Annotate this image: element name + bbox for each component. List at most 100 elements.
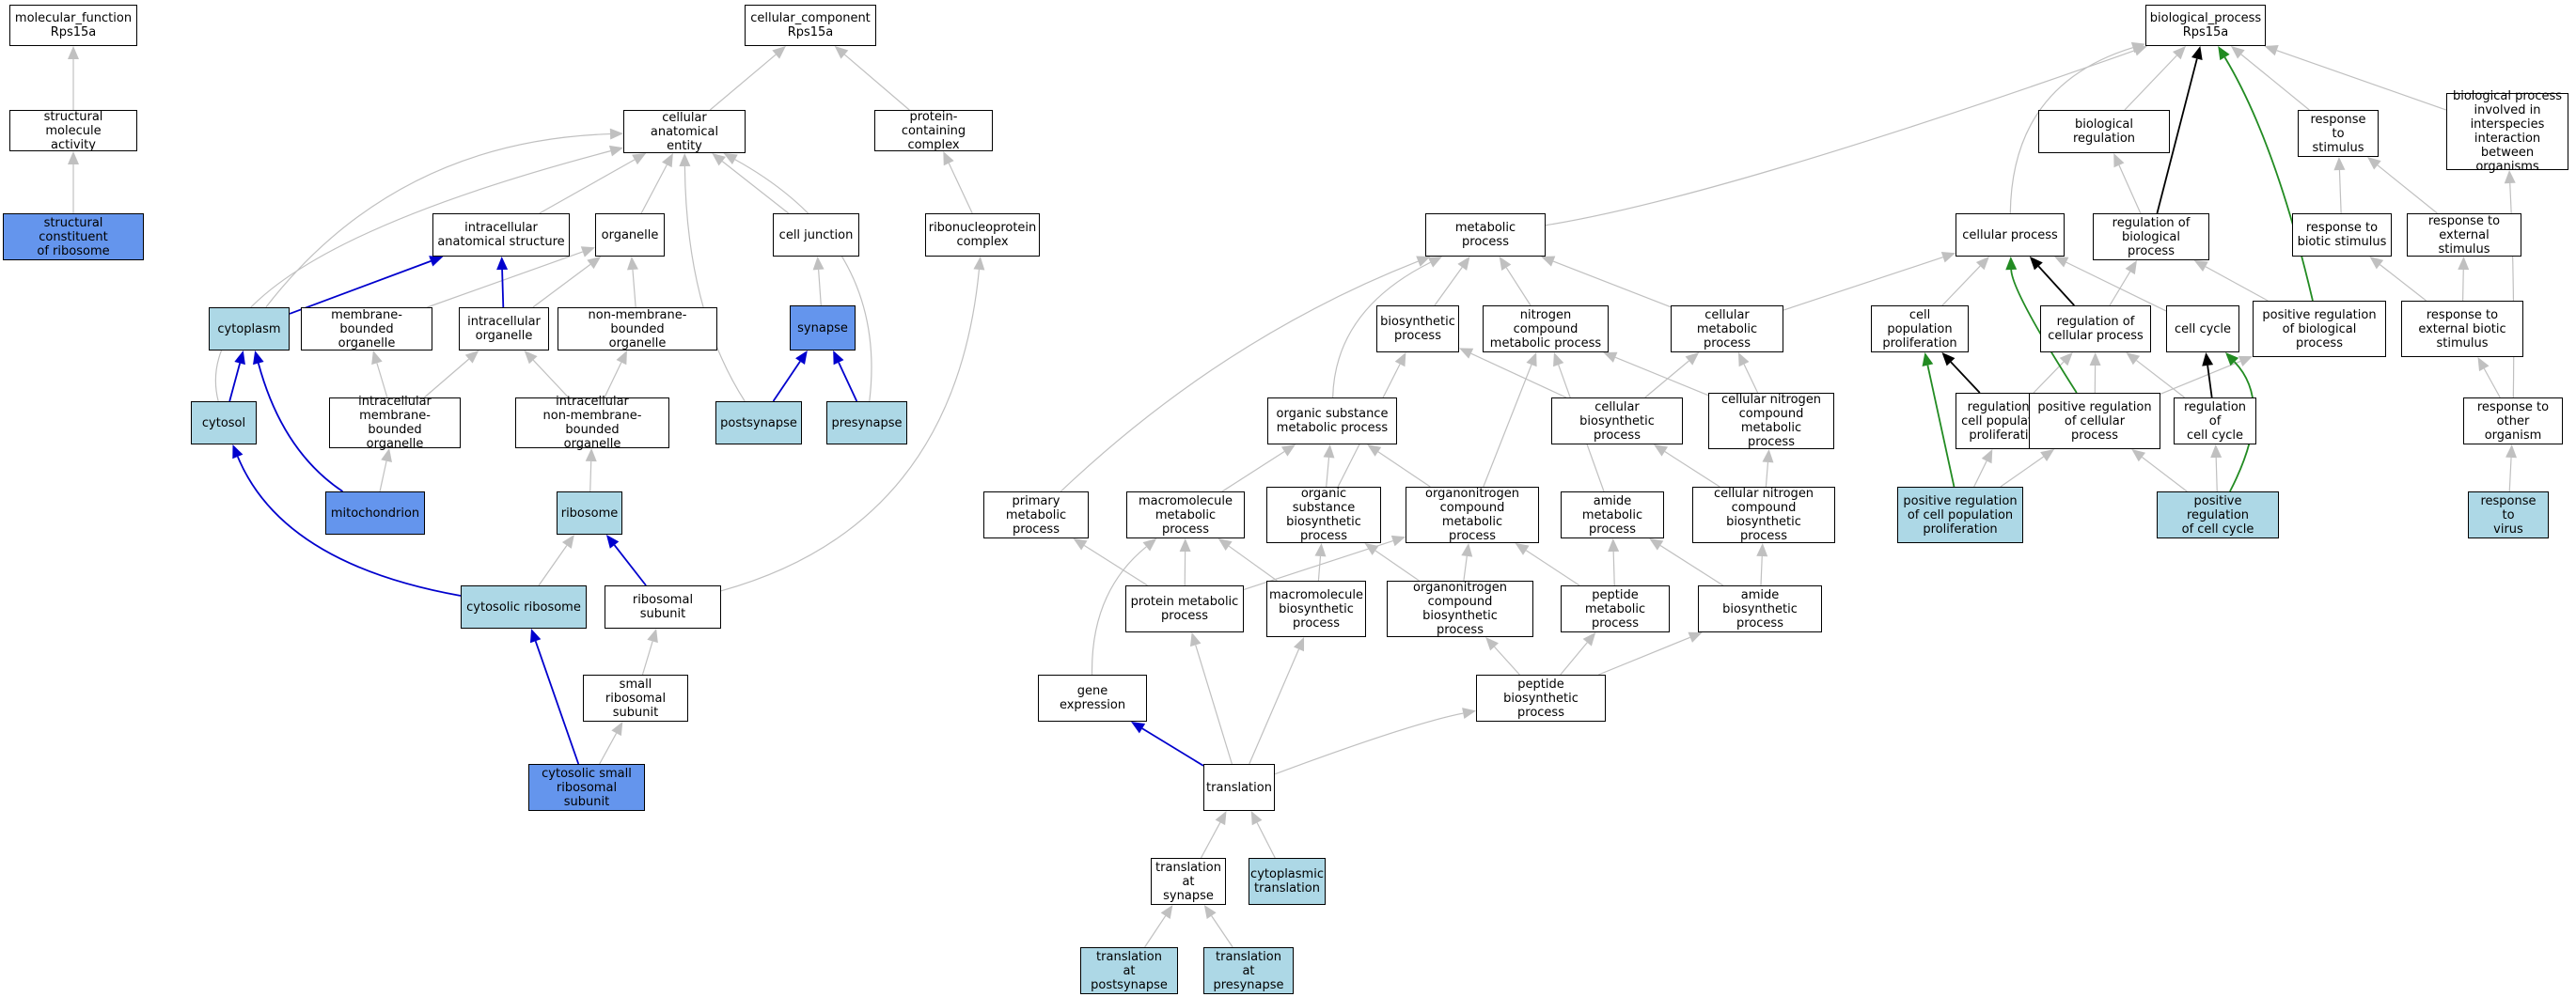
go-term-node: protein metabolic process [1125,585,1244,632]
go-term-node: membrane-bounded organelle [301,307,432,351]
go-term-node: ribosomal subunit [605,585,721,629]
relation-edge [423,358,470,398]
go-term-node: regulation of biological process [2093,213,2209,260]
edge-arrowhead [812,257,825,271]
relation-edge [376,363,388,398]
relation-edge [948,163,973,214]
edge-arrowhead [1603,351,1618,363]
relation-edge [1060,260,1419,492]
edge-arrowhead [2230,46,2245,59]
relation-edge [1494,646,1520,676]
go-term-node: ribonucleoprotein complex [925,213,1040,257]
edge-arrowhead [943,151,954,166]
go-term-node: gene expression [1038,675,1147,722]
go-term-node: cell population proliferation [1871,305,1969,352]
relation-edge [2205,266,2269,302]
go-term-node: organic substance biosynthetic process [1266,487,1381,543]
edge-arrowhead [1981,449,1993,464]
relation-edge [1483,364,1532,488]
relation-edge [720,269,981,592]
edge-arrowhead [1250,811,1263,826]
go-term-node: biological process involved in interspec… [2446,89,2568,174]
relation-edge [2509,182,2515,398]
edge-arrowhead [2054,257,2069,268]
relation-edge [1973,460,1987,488]
edge-arrowhead [1737,352,1750,367]
edge-arrowhead [679,153,691,167]
edge-arrowhead [1756,543,1768,557]
relation-edge [1950,361,1981,394]
edge-arrowhead [1485,637,1500,651]
relation-edge [2066,261,2167,312]
relation-edge [534,640,580,765]
relation-edge [1332,261,1431,398]
edge-arrowhead [1975,257,1989,271]
edge-arrowhead [1499,257,1512,272]
go-term-node: organic substance metabolic process [1267,397,1397,444]
edge-arrowhead [1685,352,1700,366]
edge-arrowhead [605,535,620,549]
edge-arrowhead [1461,543,1473,557]
relation-edge [1144,915,1167,948]
edge-arrowhead [2477,357,2490,372]
relation-edge [2215,457,2218,492]
relation-edge [2508,457,2512,492]
relation-edge [237,456,462,597]
edge-arrowhead [2193,260,2208,272]
relation-edge [1783,257,1943,311]
edge-arrowhead [1416,256,1431,267]
edge-arrowhead [626,257,638,271]
edge-arrowhead [1179,538,1191,553]
go-term-node: cellular process [1956,213,2065,257]
go-term-node: cellular metabolic process [1671,305,1783,352]
relation-edge [632,269,636,308]
go-term-node: cellular biosynthetic process [1551,397,1683,444]
relation-edge [214,150,611,402]
go-term-node: response to stimulus [2298,110,2379,157]
edge-arrowhead [585,448,597,462]
edge-arrowhead [381,448,392,462]
edge-arrowhead [2504,170,2516,184]
go-term-node: cytoplasm [209,307,290,351]
edge-arrowhead [1364,543,1379,555]
edge-arrowhead [1649,538,1664,551]
relation-edge [613,544,647,586]
edge-arrowhead [1941,352,1956,366]
relation-edge [1470,352,1567,398]
relation-edge [2377,164,2438,214]
relation-edge [257,363,343,492]
go-term-node: positive regulation of biological proces… [2253,301,2386,357]
relation-edge [2380,264,2427,302]
go-term-node: postsynapse [715,401,802,444]
edge-arrowhead [561,535,574,549]
edge-arrowhead [712,153,726,166]
relation-edge [2000,456,2044,488]
edge-arrowhead [662,153,673,168]
edge-arrowhead [833,351,844,366]
edge-arrowhead [1203,905,1217,919]
go-term-node: response to virus [2468,491,2549,538]
relation-edge [1926,365,1956,488]
edge-arrowhead [1427,257,1442,268]
edge-arrowhead [2113,153,2125,168]
edge-arrowhead [1515,543,1530,555]
go-term-node: cytosol [191,401,257,444]
edge-arrowhead [68,151,79,164]
go-term-node: macromolecule biosynthetic process [1266,581,1366,637]
relation-edge [2118,164,2142,214]
relation-edge [843,54,910,111]
go-term-node: positive regulation of cellular process [2029,393,2160,449]
relation-edge [2142,457,2188,492]
relation-edge [1326,457,1330,488]
edge-arrowhead [587,257,602,270]
edge-arrowhead [2238,355,2253,366]
relation-edge [1195,645,1233,765]
relation-edge [1249,648,1300,765]
edge-arrowhead [2264,44,2279,56]
relation-edge [532,263,591,308]
relation-edge [640,164,668,214]
relation-edge [1274,712,1464,775]
relation-edge [379,460,387,492]
relation-edge [538,545,568,586]
relation-edge [641,641,653,676]
